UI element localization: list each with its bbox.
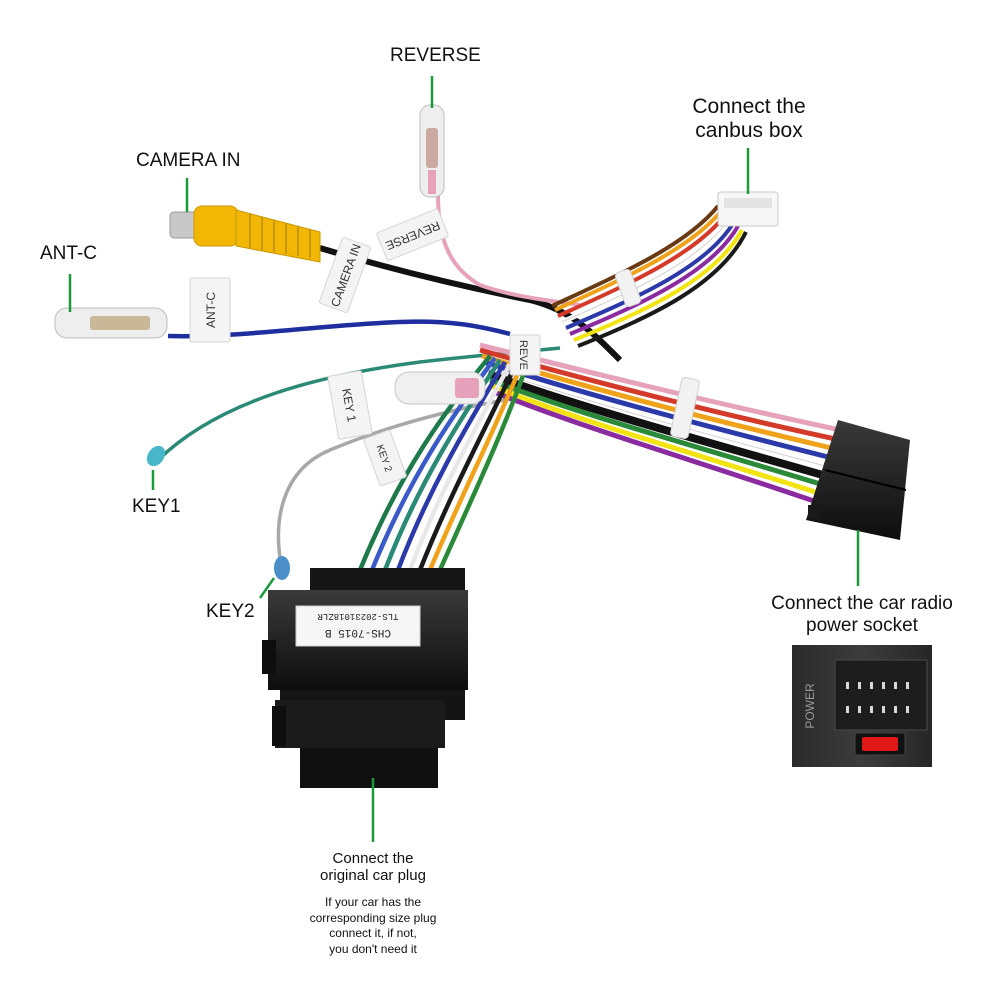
main-bundle [479, 342, 842, 513]
label-canbus-line1: Connect the [692, 95, 806, 118]
label-canbus: Connect the canbus box [674, 95, 824, 143]
note-line4: you don't need it [329, 941, 417, 956]
label-original-plug: Connect the original car plug [290, 850, 456, 885]
label-ant-c: ANT-C [40, 243, 97, 264]
tag-reve: REVE [509, 334, 541, 376]
note-line2: corresponding size plug [309, 910, 437, 925]
inset-power-word: POWER [803, 683, 817, 729]
reverse-wire [436, 194, 581, 307]
label-radio-socket-line2: power socket [806, 614, 918, 636]
tag-key2: KEY 2 [363, 429, 407, 487]
spare-bullet-connector-icon [394, 371, 486, 405]
fuse-icon [854, 732, 906, 756]
label-canbus-line2: canbus box [695, 119, 803, 143]
iso-plug-label-line1: CHS-7015 B [325, 626, 391, 638]
camera-rca-plug-icon [169, 205, 321, 263]
note-line3: connect it, if not, [329, 926, 417, 941]
pointer-key2 [258, 577, 276, 599]
key2-tip-icon [274, 556, 290, 580]
label-reverse: REVERSE [390, 45, 481, 66]
label-key2: KEY2 [206, 601, 255, 622]
label-radio-socket-line1: Connect the car radio [771, 593, 953, 614]
label-radio-socket: Connect the car radio power socket [752, 593, 972, 637]
tag-key1-text: KEY 1 [339, 387, 359, 423]
label-original-plug-line2: original car plug [320, 867, 426, 885]
iso-car-plug: CHS-7015 B TLS-20231018ZLR [262, 568, 468, 788]
ant-c-bullet-connector-icon [54, 307, 168, 339]
pointer-lines [68, 76, 860, 842]
iso-plug-label-line2: TLS-20231018ZLR [317, 611, 399, 621]
tag-ant-c-text: ANT-C [204, 292, 218, 328]
tag-reve-text: REVE [517, 340, 529, 370]
canbus-bundle [551, 204, 748, 348]
canbus-connector [717, 191, 779, 227]
cable-tie [614, 268, 642, 308]
socket-pins [846, 682, 909, 713]
radio-socket-inset: POWER [792, 645, 932, 767]
tag-reverse: REVERSE [376, 208, 449, 261]
radio-power-connector [806, 420, 910, 540]
tag-key1: KEY 1 [327, 370, 373, 440]
label-camera-in: CAMERA IN [136, 150, 241, 171]
key1-tip-icon [146, 445, 166, 467]
cable-tie [670, 377, 700, 439]
tag-ant-c: ANT-C [189, 277, 231, 343]
key2-wire [276, 398, 506, 571]
note-line1: If your car has the [324, 895, 422, 909]
reverse-bullet-connector-icon [419, 104, 445, 198]
iso-plug-label: CHS-7015 B TLS-20231018ZLR [295, 605, 421, 647]
label-original-plug-note: If your car has the corresponding size p… [290, 895, 456, 957]
label-key1: KEY1 [132, 496, 181, 517]
label-original-plug-line1: Connect the [332, 850, 414, 867]
camera-wire [319, 245, 623, 363]
